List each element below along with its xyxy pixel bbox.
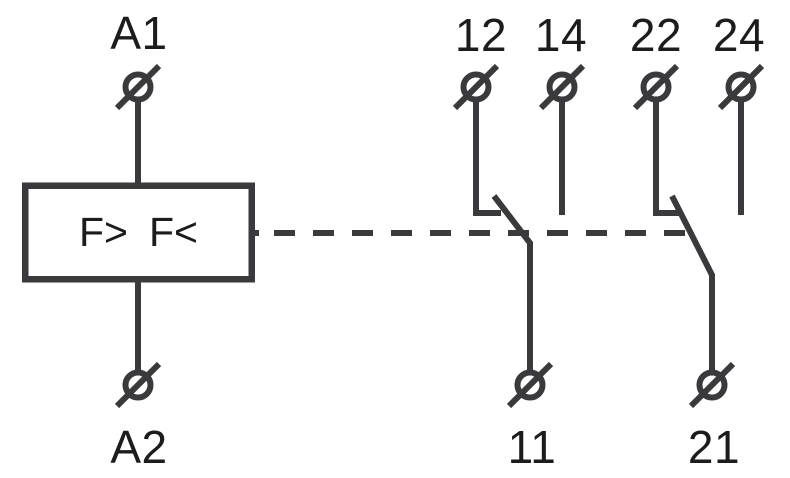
terminal-14-icon: [538, 63, 586, 111]
terminal-label-22: 22: [629, 9, 683, 61]
terminal-label-a1: A1: [110, 7, 168, 59]
terminal-24-icon: [717, 63, 765, 111]
terminal-label-24: 24: [712, 9, 766, 61]
contact1-lever: [491, 194, 533, 373]
over-frequency-symbol: F>: [79, 209, 128, 255]
terminal-a2-icon: [114, 361, 162, 409]
t12-lead-line: [473, 100, 501, 216]
terminal-22-icon: [632, 63, 680, 111]
terminal-21-icon: [688, 361, 736, 409]
terminal-label-11: 11: [507, 421, 557, 473]
device-function-label: F> F<: [22, 183, 255, 282]
under-frequency-symbol: F<: [149, 209, 198, 255]
terminal-12-icon: [452, 63, 500, 111]
terminal-label-14: 14: [534, 9, 588, 61]
terminal-label-21: 21: [687, 421, 741, 473]
terminal-11-icon: [506, 361, 554, 409]
contact2-lever: [669, 194, 715, 373]
terminal-label-12: 12: [454, 9, 508, 61]
terminal-a1-icon: [114, 63, 162, 111]
terminal-label-a2: A2: [110, 421, 168, 473]
t22-lead-line: [653, 100, 681, 216]
